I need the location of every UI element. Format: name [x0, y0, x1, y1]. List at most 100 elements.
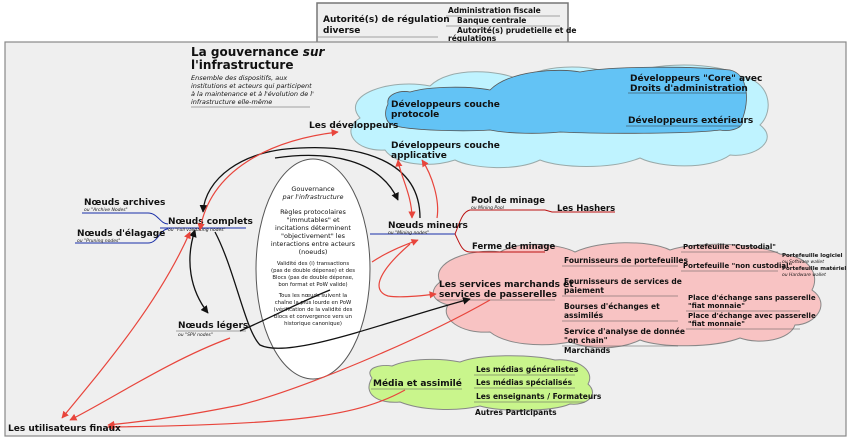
- subtitle-line4: infrastructure elle-même: [191, 98, 272, 106]
- svg-text:"objectivement" les: "objectivement" les: [281, 232, 346, 240]
- media-cloud: Média et assimilé Les médias généraliste…: [368, 355, 602, 417]
- center-chain-2: chaîne la plus lourde en PoW: [275, 299, 352, 306]
- svg-text:Développeurs couche: Développeurs couche: [391, 99, 500, 110]
- services-exchanges-line1: Bourses d'échanges et: [564, 302, 660, 311]
- services-hardware-wallet: Portefeuille matériel: [782, 265, 846, 272]
- page-title: La gouvernance sur l'infrastructure Ense…: [191, 45, 325, 108]
- regulation-item-prudential: Autorité(s) prudetielle et de: [457, 26, 576, 35]
- svg-text:Fournisseurs de services de: Fournisseurs de services de: [564, 277, 682, 286]
- svg-text:Les médias généralistes: Les médias généralistes: [476, 365, 579, 374]
- svg-text:services de passerelles: services de passerelles: [439, 290, 557, 300]
- center-title-line1: Gouvernance: [291, 185, 334, 193]
- services-noncustodial: Portefeuille "non custodial": [683, 262, 792, 270]
- services-exch-fiat-line1: Place d'échange avec passerelle: [688, 312, 816, 320]
- services-software-wallet: Portefeuille logiciel: [782, 253, 843, 259]
- regulation-title-line1: Autorité(s) de régulation: [323, 14, 450, 25]
- svg-text:Portefeuille matériel: Portefeuille matériel: [782, 265, 846, 272]
- services-wallets: Fournisseurs de portefeuilles: [564, 256, 688, 265]
- subtitle-line3: à la maintenance et à l'évolution de l': [191, 90, 314, 98]
- services-exch-no-fiat-line1: Place d'échange sans passerelle: [688, 294, 816, 302]
- services-analysis-line2: "on chain": [564, 336, 608, 345]
- svg-text:Validité des (i) transactions: Validité des (i) transactions: [277, 260, 350, 267]
- svg-text:Développeurs "Core" avec: Développeurs "Core" avec: [630, 73, 762, 84]
- center-chain-3: (vérification de la validité des: [274, 306, 353, 313]
- center-rules-3: incitations déterminent: [275, 224, 351, 232]
- svg-text:Nœuds mineurs: Nœuds mineurs: [388, 221, 468, 231]
- svg-text:ou "Full validating nodes": ou "Full validating nodes": [168, 227, 226, 233]
- node-light-sub: ou "SPV nodes": [178, 332, 213, 338]
- svg-text:chaîne la plus lourde en PoW: chaîne la plus lourde en PoW: [275, 299, 352, 306]
- services-custodial: Portefeuille "Custodial": [683, 243, 776, 251]
- svg-text:par l'infrastructure: par l'infrastructure: [282, 193, 344, 201]
- svg-text:Développeurs couche: Développeurs couche: [391, 140, 500, 151]
- services-exch-fiat-line2: "fiat monnaie": [688, 320, 745, 328]
- svg-text:Bourses d'échanges et: Bourses d'échanges et: [564, 302, 660, 311]
- title-em: sur: [303, 45, 326, 59]
- dev-protocol-line1: Développeurs couche: [391, 99, 500, 110]
- svg-text:paiement: paiement: [564, 286, 604, 295]
- svg-text:Ensemble des dispositifs, aux: Ensemble des dispositifs, aux: [191, 74, 287, 82]
- center-validity-1: Validité des (i) transactions: [277, 260, 350, 267]
- node-miners-sub: ou "Mining nodes": [388, 230, 429, 236]
- svg-text:Les médias spécialisés: Les médias spécialisés: [476, 378, 573, 387]
- svg-text:Pool de minage: Pool de minage: [471, 196, 545, 206]
- svg-text:à la maintenance et à l'évolut: à la maintenance et à l'évolution de l': [191, 90, 314, 98]
- svg-text:Nœuds archives: Nœuds archives: [84, 198, 165, 208]
- svg-text:La gouvernance sur: La gouvernance sur: [191, 45, 325, 59]
- center-rules-1: Règles protocolaires: [280, 208, 346, 216]
- services-title-line1: Les services marchands et: [439, 280, 574, 290]
- svg-text:ou "Mining nodes": ou "Mining nodes": [388, 230, 429, 236]
- regulation-item-tax: Administration fiscale: [448, 6, 541, 15]
- svg-text:ou "Archive Nodes": ou "Archive Nodes": [84, 207, 128, 213]
- svg-text:Marchands: Marchands: [564, 346, 611, 355]
- services-hardware-wallet-sub: ou Hardware wallet: [782, 272, 826, 278]
- services-software-wallet-sub: ou Software wallet: [782, 259, 824, 265]
- node-full-label: Nœuds complets: [168, 217, 253, 227]
- node-archives-sub: ou "Archive Nodes": [84, 207, 128, 213]
- svg-text:Les développeurs: Les développeurs: [309, 120, 398, 131]
- svg-text:Administration fiscale: Administration fiscale: [448, 6, 541, 15]
- svg-text:Les services marchands et: Les services marchands et: [439, 280, 574, 290]
- svg-text:Média et assimilé: Média et assimilé: [373, 378, 462, 389]
- svg-text:régulations: régulations: [448, 34, 497, 43]
- svg-text:applicative: applicative: [391, 151, 447, 161]
- svg-text:(noeuds): (noeuds): [299, 248, 328, 256]
- svg-text:(vérification de la validité d: (vérification de la validité des: [274, 306, 353, 313]
- title-line2: l'infrastructure: [191, 58, 293, 72]
- svg-text:"immutables" et: "immutables" et: [286, 216, 339, 224]
- users-label: Les utilisateurs finaux: [8, 424, 121, 434]
- svg-text:diverse: diverse: [323, 26, 360, 36]
- services-payment-line2: paiement: [564, 286, 604, 295]
- node-miners-label: Nœuds mineurs: [388, 221, 468, 231]
- svg-text:Portefeuille logiciel: Portefeuille logiciel: [782, 253, 843, 259]
- svg-text:Blocs (pas de double dépense,: Blocs (pas de double dépense,: [272, 274, 353, 281]
- subtitle-line1: Ensemble des dispositifs, aux: [191, 74, 287, 82]
- svg-text:Gouvernance: Gouvernance: [291, 185, 334, 193]
- mining-hashers: Les Hashers: [557, 204, 615, 214]
- center-chain-5: historique canonique): [284, 321, 342, 327]
- media-label: Média et assimilé: [373, 378, 462, 389]
- mining-pool: Pool de minage ou Mining Pool: [471, 196, 545, 211]
- svg-text:Autorité(s) de régulation: Autorité(s) de régulation: [323, 14, 450, 25]
- regulation-title-line2: diverse: [323, 26, 360, 36]
- services-exch-no-fiat-line2: "fiat monnaie": [688, 302, 745, 310]
- services-payment-line1: Fournisseurs de services de: [564, 277, 682, 286]
- svg-text:Autres Participants: Autres Participants: [475, 408, 557, 417]
- svg-text:Fournisseurs de portefeuilles: Fournisseurs de portefeuilles: [564, 256, 688, 265]
- center-rules-5: interactions entre acteurs: [271, 240, 356, 248]
- svg-text:"fiat monnaie": "fiat monnaie": [688, 320, 745, 328]
- svg-text:blocs et convergence vers un: blocs et convergence vers un: [274, 314, 352, 320]
- dev-external: Développeurs extérieurs: [628, 115, 753, 126]
- svg-text:Règles protocolaires: Règles protocolaires: [280, 208, 346, 216]
- developers-cloud: Développeurs "Core" avec Droits d'admini…: [309, 64, 769, 168]
- svg-text:infrastructure elle-même: infrastructure elle-même: [191, 98, 272, 106]
- node-full-sub: ou "Full validating nodes": [168, 227, 226, 233]
- regulation-box: Autorité(s) de régulation diverse Admini…: [316, 2, 576, 46]
- developers-label: Les développeurs: [309, 120, 398, 131]
- dev-app-line2: applicative: [391, 151, 447, 161]
- svg-text:Droits d'administration: Droits d'administration: [630, 84, 748, 94]
- governance-ellipse: Gouvernance par l'infrastructure Règles …: [255, 158, 371, 380]
- svg-text:bon format et PoW valide): bon format et PoW valide): [278, 282, 347, 288]
- media-teachers: Les enseignants / Formateurs: [476, 392, 602, 401]
- node-light-label: Nœuds légers: [178, 320, 248, 331]
